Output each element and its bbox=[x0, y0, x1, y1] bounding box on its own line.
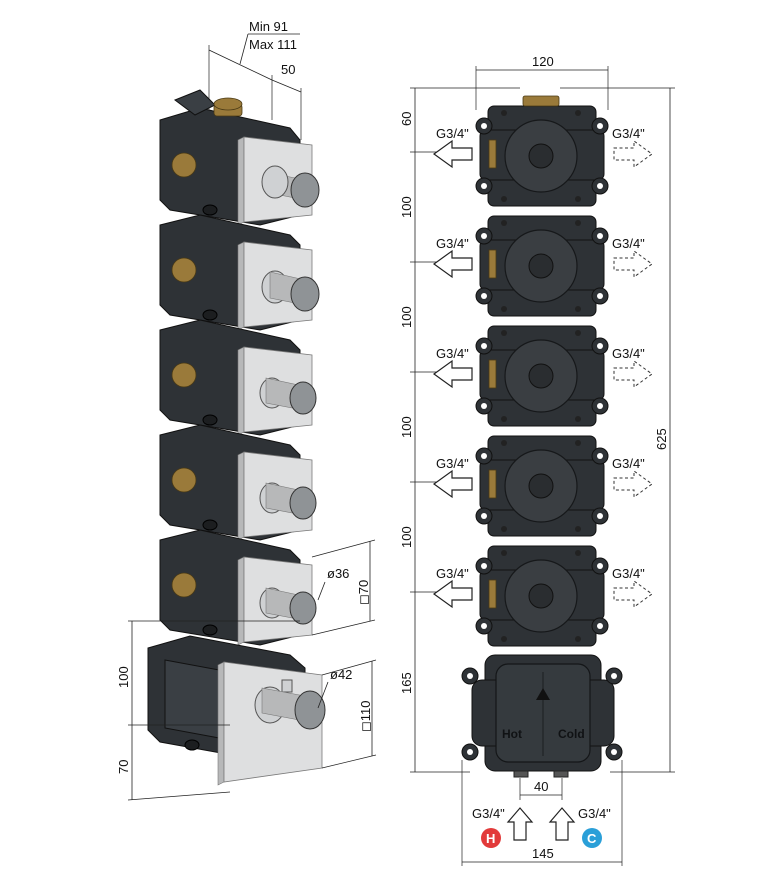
iso-module-2 bbox=[159, 214, 320, 331]
front-module-1 bbox=[475, 95, 609, 207]
front-module-3 bbox=[475, 325, 609, 427]
outlet-label-right-5: G3/4" bbox=[612, 566, 645, 581]
large-plate-size: ◻110 bbox=[358, 700, 373, 732]
outlet-arrow-left-icon bbox=[432, 139, 473, 169]
total-height-label: 625 bbox=[654, 428, 669, 450]
cold-badge-letter: C bbox=[587, 831, 597, 846]
front-view: 120 60 100 100 100 100 165 625 bbox=[399, 54, 675, 866]
total-width-label: 120 bbox=[532, 54, 554, 69]
front-module-2 bbox=[475, 215, 609, 317]
outlet-label-right-1: G3/4" bbox=[612, 126, 645, 141]
iso-module-5 bbox=[159, 529, 317, 646]
pitch-label-2: 100 bbox=[399, 306, 414, 328]
outlet-arrow-right-dashed-icon bbox=[613, 140, 653, 168]
outlet-row-3: G3/4" G3/4" bbox=[432, 346, 653, 389]
hot-badge-letter: H bbox=[486, 831, 495, 846]
small-knob-callout: ø36 ◻70 bbox=[311, 539, 376, 636]
iso-module-4 bbox=[159, 424, 317, 541]
large-knob-diameter: ø42 bbox=[330, 667, 352, 682]
outlet-arrow-left-icon bbox=[432, 359, 473, 389]
outlet-arrow-left-icon bbox=[432, 469, 473, 499]
depth-min-label: Min 91 bbox=[249, 19, 288, 34]
outlet-arrow-left-icon bbox=[432, 579, 473, 609]
depth-max-label: Max 111 bbox=[249, 37, 297, 52]
pitch-label-3: 100 bbox=[399, 416, 414, 438]
small-knob-diameter: ø36 bbox=[327, 566, 349, 581]
hot-inlet-label: G3/4" bbox=[472, 806, 505, 821]
outlet-arrow-right-dashed-icon bbox=[613, 580, 653, 608]
total-height-dimension: 625 bbox=[560, 87, 675, 773]
hot-inlet-arrow-icon bbox=[506, 807, 534, 841]
outlet-arrow-right-dashed-icon bbox=[613, 470, 653, 498]
hot-label: Hot bbox=[502, 727, 522, 741]
outlet-label-left-2: G3/4" bbox=[436, 236, 469, 251]
plate-width-dimension: 145 bbox=[461, 760, 623, 866]
outlet-arrow-right-dashed-icon bbox=[613, 250, 653, 278]
thermostat-height-label: 165 bbox=[399, 672, 414, 694]
cold-badge-icon bbox=[582, 828, 602, 848]
outlet-label-right-2: G3/4" bbox=[612, 236, 645, 251]
outlet-arrow-left-icon bbox=[432, 249, 473, 279]
left-pitch-label: 100 bbox=[116, 666, 131, 688]
large-knob-callout: ø42 ◻110 bbox=[317, 659, 377, 769]
outlet-row-2: G3/4" G3/4" bbox=[432, 236, 653, 279]
left-bottom-label: 70 bbox=[116, 760, 131, 774]
plate-width-label: 145 bbox=[532, 846, 554, 861]
inlet-spacing-dimension: 40 bbox=[519, 778, 563, 800]
pitch-label-1: 100 bbox=[399, 196, 414, 218]
outlet-label-left-1: G3/4" bbox=[436, 126, 469, 141]
small-plate-size: ◻70 bbox=[356, 580, 371, 605]
inlet-spacing-label: 40 bbox=[534, 779, 548, 794]
iso-module-3 bbox=[159, 319, 317, 436]
iso-thermostat-module bbox=[147, 635, 326, 786]
iso-module-1 bbox=[159, 89, 320, 226]
outlet-label-left-5: G3/4" bbox=[436, 566, 469, 581]
left-vertical-dimensions: 100 70 bbox=[116, 620, 300, 801]
outlet-label-left-3: G3/4" bbox=[436, 346, 469, 361]
outlet-label-right-4: G3/4" bbox=[612, 456, 645, 471]
front-module-4 bbox=[475, 435, 609, 537]
outlet-row-4: G3/4" G3/4" bbox=[432, 456, 653, 499]
cold-inlet: G3/4" C bbox=[548, 806, 611, 848]
front-thermostat-module: Hot Cold bbox=[461, 654, 623, 778]
outlet-label-right-3: G3/4" bbox=[612, 346, 645, 361]
handle-projection-label: 50 bbox=[281, 62, 295, 77]
pitch-label-4: 100 bbox=[399, 526, 414, 548]
outlet-arrow-right-dashed-icon bbox=[613, 360, 653, 388]
outlet-label-left-4: G3/4" bbox=[436, 456, 469, 471]
depth-dimension: Min 91 Max 111 50 bbox=[208, 19, 302, 140]
isometric-view: Min 91 Max 111 50 bbox=[116, 19, 377, 801]
hot-inlet: G3/4" H bbox=[472, 806, 534, 848]
outlet-row-5: G3/4" G3/4" bbox=[432, 566, 653, 609]
cold-label: Cold bbox=[558, 727, 585, 741]
cold-inlet-arrow-icon bbox=[548, 807, 576, 841]
outlet-row-1: G3/4" G3/4" bbox=[432, 126, 653, 169]
front-module-5 bbox=[475, 545, 609, 647]
first-offset-label: 60 bbox=[399, 112, 414, 126]
hot-badge-icon bbox=[481, 828, 501, 848]
cold-inlet-label: G3/4" bbox=[578, 806, 611, 821]
